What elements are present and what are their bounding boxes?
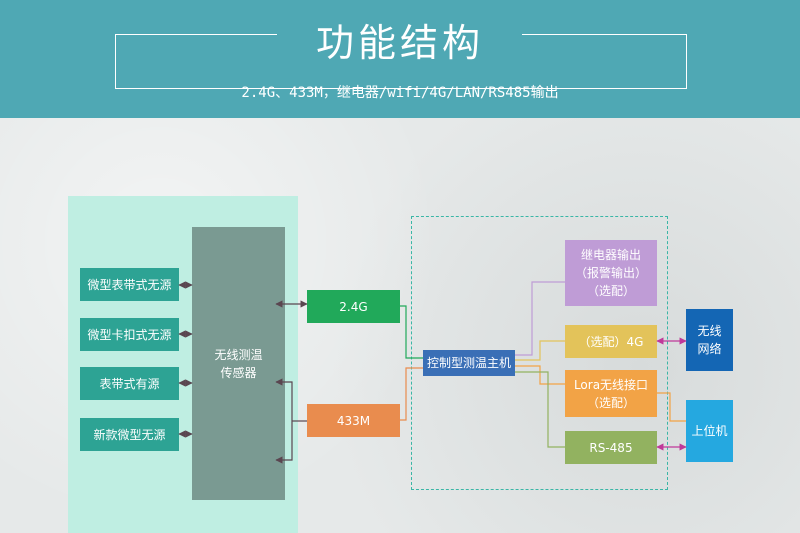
link-433m: 433M — [307, 404, 400, 437]
wire-sensor-433m — [275, 378, 293, 464]
relay-output-box: 继电器输出 （报警输出） （选配） — [565, 240, 657, 306]
sensor-box: 无线测温 传感器 — [192, 227, 285, 500]
wireless-network-box: 无线 网络 — [686, 309, 733, 371]
host-box: 控制型测温主机 — [423, 350, 515, 376]
title-frame — [115, 34, 687, 89]
frame-top-right — [522, 34, 686, 35]
wire-host-4g — [515, 340, 565, 361]
option-4g-box: （选配）4G — [565, 325, 657, 358]
source-strap-active: 表带式有源 — [80, 367, 179, 400]
header-banner: 功能结构 2.4G、433M，继电器/wifi/4G/LAN/RS485输出 — [0, 0, 800, 118]
wire-host-lora — [515, 365, 565, 385]
page-subtitle: 2.4G、433M，继电器/wifi/4G/LAN/RS485输出 — [241, 85, 559, 101]
source-micro-clip: 微型卡扣式无源 — [80, 318, 179, 351]
wire-24g-host — [400, 305, 423, 359]
wire-433m-host — [400, 367, 423, 421]
source-micro-strap: 微型表带式无源 — [80, 268, 179, 301]
frame-top-left — [115, 34, 277, 35]
wire-host-relay — [515, 281, 565, 356]
page-title: 功能结构 — [315, 21, 484, 65]
lora-box: Lora无线接口 （选配） — [565, 370, 657, 417]
rs485-box: RS-485 — [565, 431, 657, 464]
link-2-4g: 2.4G — [307, 290, 400, 323]
source-new-micro: 新款微型无源 — [80, 418, 179, 451]
host-group-outline — [411, 216, 668, 490]
upper-computer-box: 上位机 — [686, 400, 733, 462]
wire-host-rs485 — [515, 371, 565, 448]
wire-lora-upper — [657, 392, 686, 422]
